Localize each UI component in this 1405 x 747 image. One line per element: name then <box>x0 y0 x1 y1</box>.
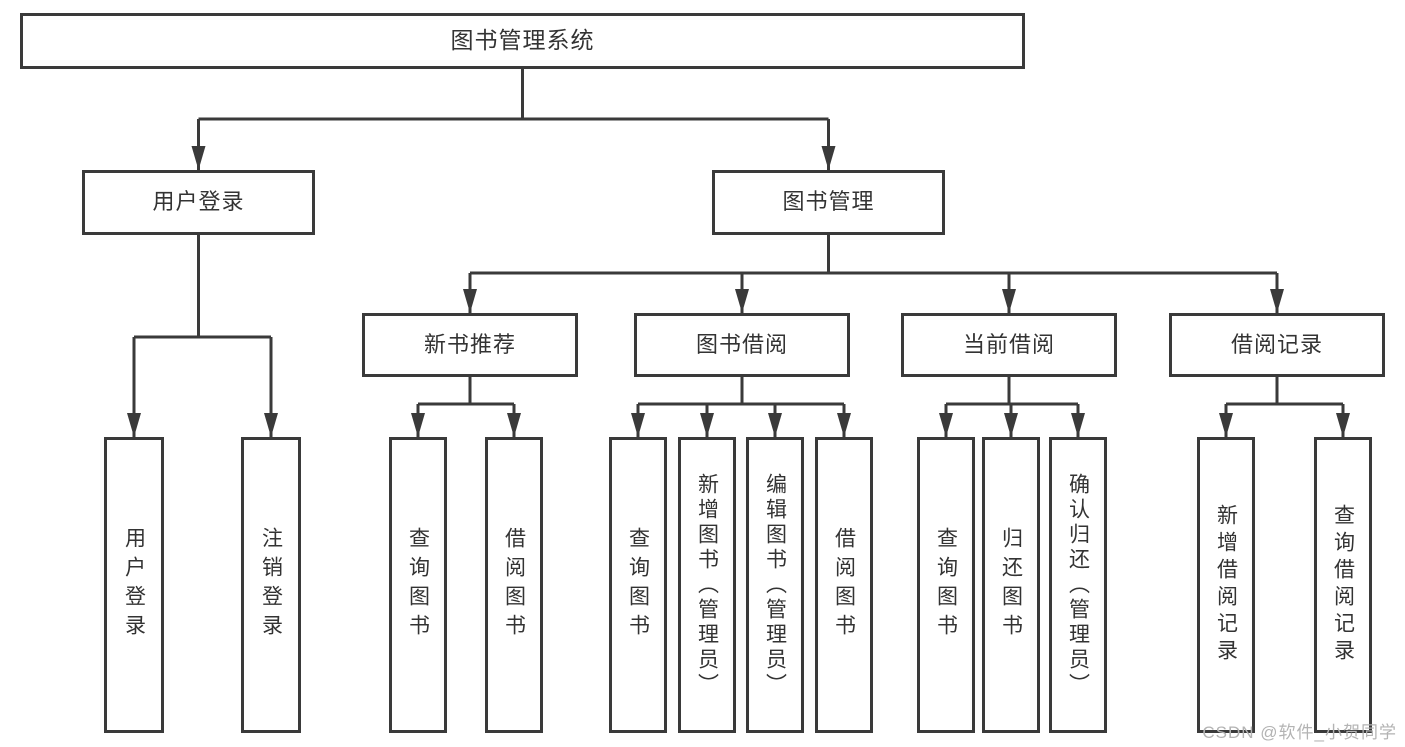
leaf-current-return-books: 归还图书 <box>982 437 1040 733</box>
node-book-management-module: 图书管理 <box>712 170 945 235</box>
csdn-watermark: CSDN @软件_小贺同学 <box>1202 723 1397 742</box>
leaf-borrow-query-books: 查询图书 <box>609 437 667 733</box>
leaf-borrow-borrow-books: 借阅图书 <box>815 437 873 733</box>
node-book-borrow: 图书借阅 <box>634 313 850 377</box>
leaf-records-query-record: 查询借阅记录 <box>1314 437 1372 733</box>
leaf-logout: 注销登录 <box>241 437 301 733</box>
node-user-login-module: 用户登录 <box>82 170 315 235</box>
node-root-system: 图书管理系统 <box>20 13 1025 69</box>
leaf-borrow-add-books-admin: 新增图书（管理员） <box>678 437 736 733</box>
node-current-borrow: 当前借阅 <box>901 313 1117 377</box>
leaf-current-query-books: 查询图书 <box>917 437 975 733</box>
leaf-borrow-edit-books-admin: 编辑图书（管理员） <box>746 437 804 733</box>
leaf-records-add-record: 新增借阅记录 <box>1197 437 1255 733</box>
node-borrow-records: 借阅记录 <box>1169 313 1385 377</box>
leaf-current-confirm-return-admin: 确认归还（管理员） <box>1049 437 1107 733</box>
leaf-newrec-borrow-books: 借阅图书 <box>485 437 543 733</box>
leaf-user-login: 用户登录 <box>104 437 164 733</box>
leaf-newrec-query-books: 查询图书 <box>389 437 447 733</box>
node-new-book-recommend: 新书推荐 <box>362 313 578 377</box>
